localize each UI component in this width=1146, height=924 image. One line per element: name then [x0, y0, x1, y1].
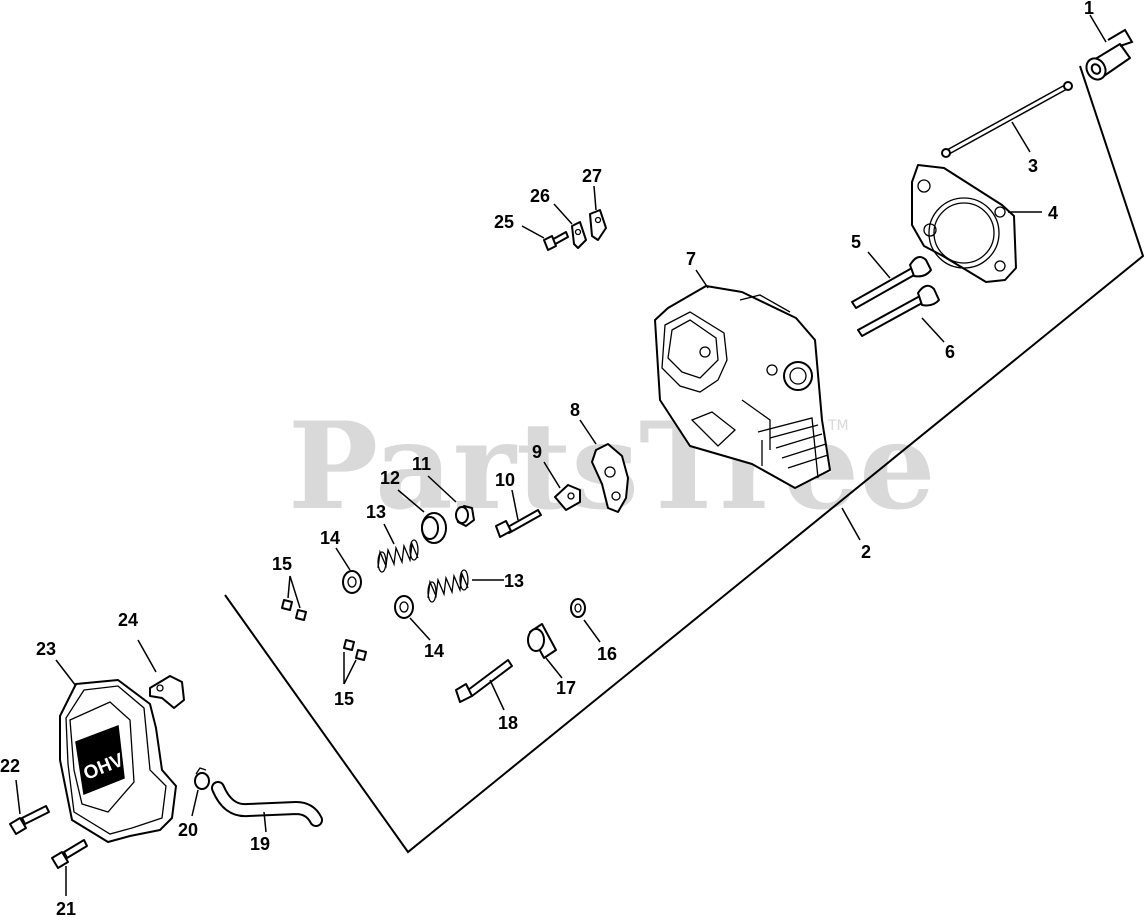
part-11-spacer[interactable]: [455, 505, 475, 527]
watermark-tm: TM: [827, 418, 849, 434]
callout-16[interactable]: 16: [597, 644, 617, 664]
callout-24[interactable]: 24: [118, 610, 138, 630]
callout-18[interactable]: 18: [498, 713, 518, 733]
callout-10[interactable]: 10: [495, 470, 515, 490]
part-3-push-rod[interactable]: [941, 81, 1073, 158]
callout-25[interactable]: 25: [494, 212, 514, 232]
callout-22[interactable]: 22: [0, 756, 20, 776]
callout-26[interactable]: 26: [530, 186, 550, 206]
part-25-screw[interactable]: [543, 231, 569, 251]
part-17-bushing[interactable]: [527, 623, 557, 659]
callout-6[interactable]: 6: [945, 342, 955, 362]
part-10-bolt[interactable]: [495, 509, 542, 538]
part-23-valve-cover[interactable]: OHV: [59, 679, 177, 843]
part-14-retainer-upper[interactable]: [342, 570, 362, 594]
callout-labels: 1 2 3 4 5 6 7 8 9 10 11 12 13 13 14 14 1…: [0, 0, 1094, 919]
callout-1[interactable]: 1: [1084, 0, 1094, 18]
part-8-rocker-arm[interactable]: [591, 443, 629, 513]
callout-21[interactable]: 21: [56, 899, 76, 919]
callout-5[interactable]: 5: [851, 232, 861, 252]
ohv-badge: [75, 724, 125, 796]
part-1-pin[interactable]: [1083, 28, 1134, 83]
callout-14-upper[interactable]: 14: [320, 528, 340, 548]
callout-15-upper[interactable]: 15: [272, 554, 292, 574]
callout-9[interactable]: 9: [532, 442, 542, 462]
part-18-bolt[interactable]: [455, 659, 513, 703]
part-9-rocker-pivot[interactable]: [554, 484, 581, 511]
callout-17[interactable]: 17: [556, 678, 576, 698]
callout-13-upper[interactable]: 13: [366, 502, 386, 522]
part-13-spring-upper[interactable]: [377, 539, 419, 573]
callout-27[interactable]: 27: [582, 166, 602, 186]
callout-3[interactable]: 3: [1028, 156, 1038, 176]
part-26-clip[interactable]: [571, 221, 587, 249]
callout-4[interactable]: 4: [1048, 203, 1058, 223]
callout-14-lower[interactable]: 14: [424, 641, 444, 661]
callout-15-lower[interactable]: 15: [334, 689, 354, 709]
part-6-valve[interactable]: [857, 284, 940, 337]
part-15-keepers-lower[interactable]: [343, 639, 367, 661]
part-20-clamp[interactable]: [194, 767, 210, 790]
part-12-valve-seal[interactable]: [421, 512, 447, 544]
callout-8[interactable]: 8: [570, 400, 580, 420]
part-5-valve[interactable]: [851, 255, 932, 309]
part-14-retainer-lower[interactable]: [394, 595, 414, 619]
callout-23[interactable]: 23: [36, 639, 56, 659]
part-24-bracket[interactable]: [149, 675, 185, 709]
part-19-breather-hose[interactable]: [211, 781, 323, 827]
callout-7[interactable]: 7: [686, 249, 696, 269]
part-22-bolt[interactable]: [9, 805, 50, 835]
part-13-spring-lower[interactable]: [427, 569, 469, 603]
part-16-washer[interactable]: [570, 598, 586, 618]
callout-11[interactable]: 11: [412, 454, 431, 474]
callout-20[interactable]: 20: [178, 820, 198, 840]
callout-12[interactable]: 12: [380, 468, 400, 488]
part-21-bolt[interactable]: [51, 839, 88, 869]
callout-13-lower[interactable]: 13: [504, 571, 524, 591]
callout-19[interactable]: 19: [250, 834, 270, 854]
part-15-keepers-upper[interactable]: [281, 599, 307, 621]
leader-lines: [15, 14, 1107, 896]
part-4-head-gasket[interactable]: [911, 164, 1017, 283]
assembly-boundary: [224, 65, 1145, 854]
part-27-clip[interactable]: [589, 209, 607, 241]
callout-2[interactable]: 2: [861, 542, 871, 562]
